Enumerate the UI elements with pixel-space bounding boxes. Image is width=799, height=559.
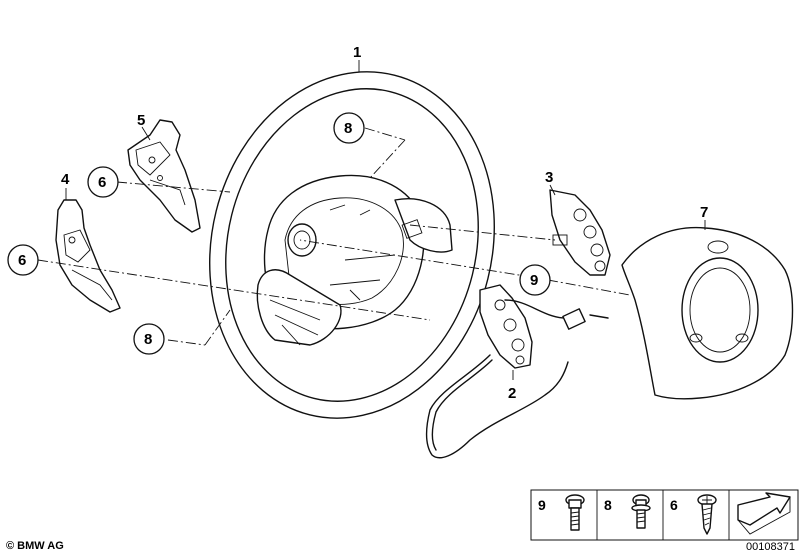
callout-5: 5 bbox=[137, 112, 145, 129]
callout-6-lower: 6 bbox=[18, 252, 26, 269]
shift-paddle-lower bbox=[55, 199, 121, 313]
callout-4: 4 bbox=[61, 171, 70, 188]
bolt-9-icon bbox=[565, 494, 585, 531]
callout-1: 1 bbox=[353, 44, 361, 61]
copyright-text: © BMW AG bbox=[6, 540, 64, 552]
steering-wheel bbox=[209, 71, 495, 419]
callout-8-bottom: 8 bbox=[144, 331, 152, 348]
callout-8-top: 8 bbox=[344, 120, 352, 137]
callout-2: 2 bbox=[508, 385, 516, 402]
legend-label-9: 9 bbox=[538, 497, 546, 513]
callout-9: 9 bbox=[530, 272, 538, 289]
callouts: 1 8 5 6 4 6 8 3 9 7 2 bbox=[7, 44, 708, 402]
callout-6-upper: 6 bbox=[98, 174, 106, 191]
callout-7: 7 bbox=[700, 204, 708, 221]
bolt-8-icon bbox=[631, 494, 651, 529]
multifunction-switch-left bbox=[425, 284, 609, 459]
arrow-icon bbox=[737, 492, 791, 535]
diagram-reference-number: 00108371 bbox=[746, 541, 795, 553]
multifunction-switch-right bbox=[549, 189, 611, 276]
shift-paddle-upper bbox=[127, 119, 201, 233]
callout-3: 3 bbox=[545, 169, 553, 186]
leader-lines bbox=[37, 60, 706, 380]
screw-6-icon bbox=[697, 494, 717, 535]
legend-label-8: 8 bbox=[604, 497, 612, 513]
legend-label-6: 6 bbox=[670, 497, 678, 513]
airbag-module bbox=[621, 226, 794, 400]
fastener-legend: 9 8 6 bbox=[530, 489, 799, 541]
